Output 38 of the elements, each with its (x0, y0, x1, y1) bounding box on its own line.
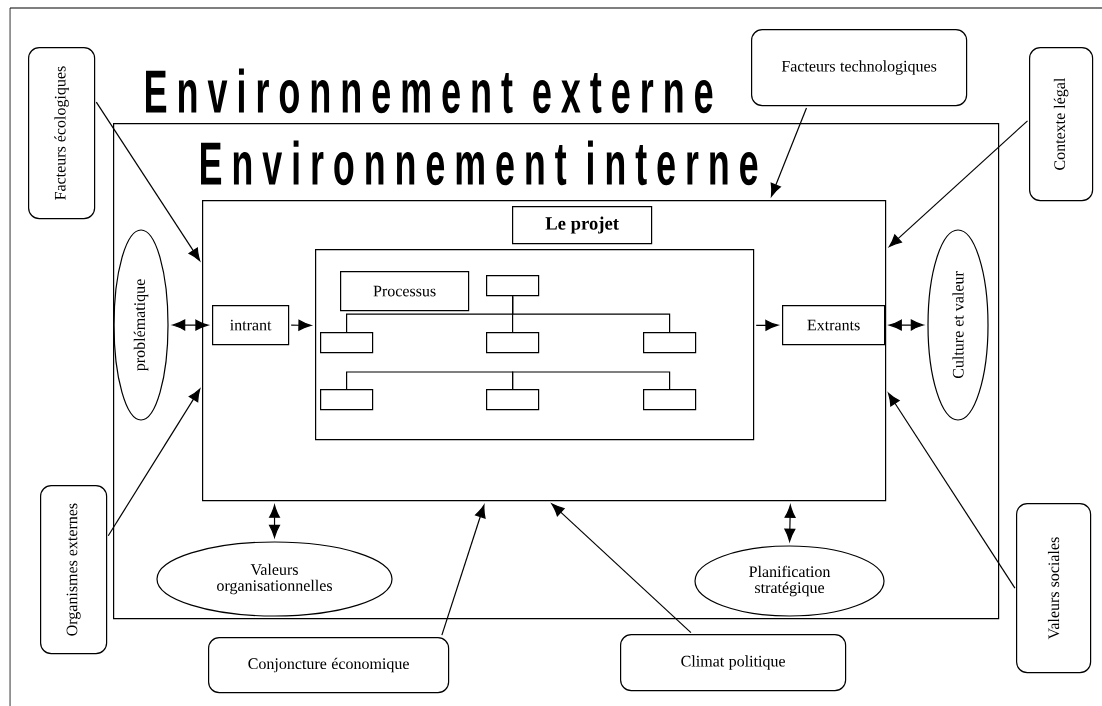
box: Processus (340, 271, 470, 312)
connector-line (346, 371, 514, 390)
arrow (441, 504, 486, 636)
arrow (172, 319, 209, 331)
box (315, 249, 755, 441)
arrow (887, 392, 1016, 589)
connector-line (512, 371, 671, 390)
arrow (290, 319, 312, 331)
arrow (784, 504, 796, 542)
arrow (888, 319, 924, 331)
box: intrant (212, 305, 290, 346)
rounded-box: Climat politique (620, 634, 847, 692)
title-box: Le projet (512, 206, 653, 245)
rounded-box: Facteurs technologiques (751, 29, 968, 107)
box (486, 389, 540, 411)
box (320, 332, 374, 354)
arrow (107, 388, 201, 537)
rounded-box: Valeurs sociales (1016, 503, 1092, 674)
rounded-box: Conjoncture économique (208, 637, 450, 694)
arrow (269, 504, 281, 538)
box (643, 332, 697, 354)
box (486, 332, 540, 354)
box (320, 389, 374, 411)
box (486, 275, 540, 297)
rounded-box: Facteurs écologiques (28, 47, 96, 220)
arrow (95, 101, 201, 262)
rounded-box: Organismes externes (40, 485, 108, 655)
connector-line (512, 295, 671, 333)
arrow (888, 120, 1029, 248)
arrow (551, 503, 692, 634)
rounded-box: Contexte légal (1029, 47, 1094, 202)
box (202, 200, 887, 502)
arrow (770, 107, 808, 197)
heading: Environnement interne (201, 140, 758, 186)
heading: Environnement externe (146, 68, 713, 114)
box (643, 389, 697, 411)
arrow (755, 319, 779, 331)
box: Extrants (782, 305, 886, 346)
